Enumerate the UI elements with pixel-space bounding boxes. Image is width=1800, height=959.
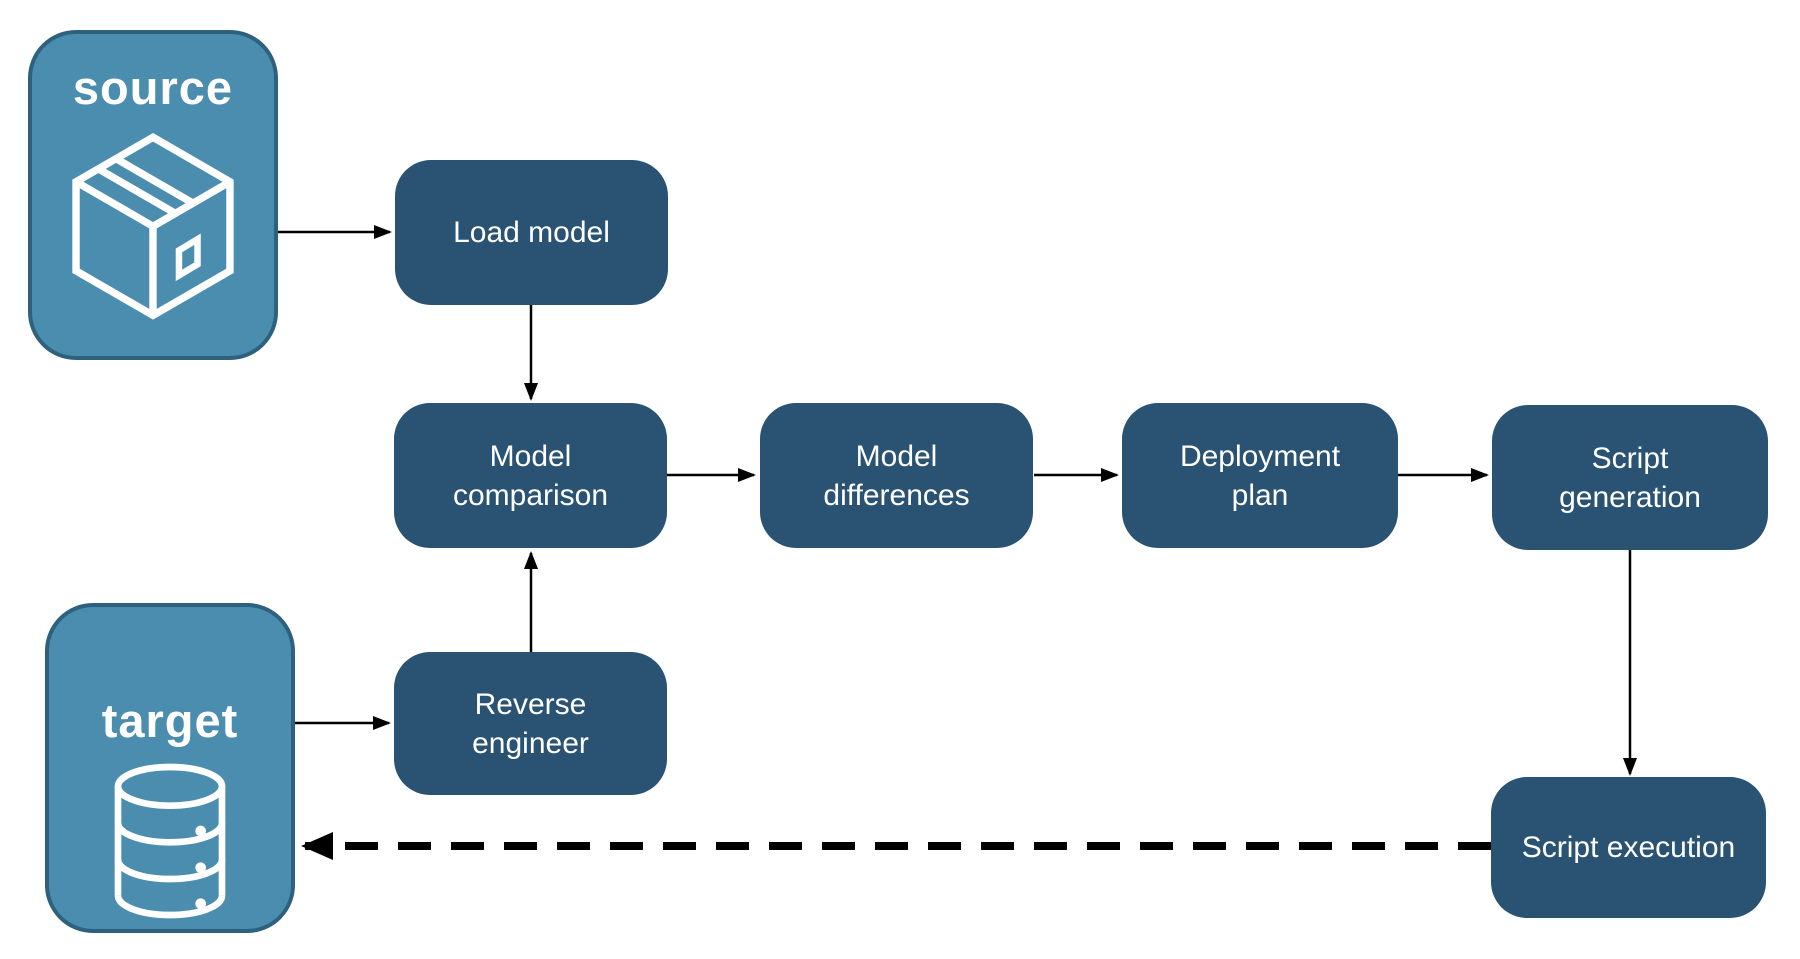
node-source: source [28, 30, 278, 360]
source-label: source [72, 61, 234, 114]
node-model-differences: Model differences [760, 403, 1033, 548]
node-script-generation: Script generation [1492, 405, 1768, 550]
script-execution-label: Script execution [1521, 831, 1736, 864]
load-model-label: Load model [453, 216, 610, 249]
node-model-comparison: Model comparison [394, 403, 667, 548]
package-box-icon [72, 132, 234, 320]
database-icon [114, 763, 226, 919]
node-reverse-engineer: Reverse engineer [394, 652, 667, 795]
node-deployment-plan: Deployment plan [1122, 403, 1398, 548]
deployment-plan-label: Deployment plan [1179, 439, 1341, 512]
node-load-model: Load model [395, 160, 668, 305]
model-differences-label: Model differences [823, 439, 970, 512]
node-target: target [45, 603, 295, 933]
target-label: target [101, 694, 239, 747]
model-comparison-label: Model comparison [452, 439, 609, 512]
reverse-engineer-label: Reverse engineer [472, 687, 589, 760]
script-generation-label: Script generation [1559, 441, 1701, 514]
node-script-execution: Script execution [1491, 777, 1766, 918]
